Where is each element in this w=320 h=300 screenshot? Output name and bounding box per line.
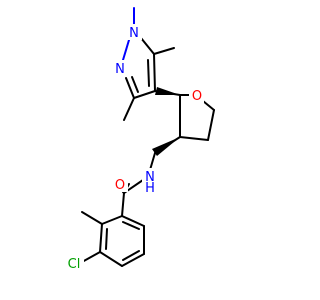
pyrazole-n2-label: N [115,62,125,77]
wedge-thf-c2-pyrazole [155,87,180,95]
bond-c4-c5-inner [147,59,150,87]
bond-ar-c2-c3 [99,223,103,253]
bond-carbonyl-ar [121,192,125,217]
bond-ar-c6-c1 [121,215,145,227]
pyrazole-n1-label: N [129,26,139,41]
bond-ar-c3-c4 [99,251,123,267]
bond-thf-o-c5 [202,100,215,111]
chlorine-label: Cl [68,257,81,272]
molecule-structure-canvas: N N O O N H Cl [64,7,215,272]
bond-thf-c5-c4 [207,109,215,141]
ring-oxygen-label: O [192,89,202,104]
amide-n-label: N [145,170,155,185]
bonds [81,7,215,267]
bond-thf-c4-c3 [179,136,209,141]
bond-ch2-n [149,152,156,171]
wedge-thf-c3-ch2 [152,137,180,156]
bond-ar-cl [81,251,101,263]
amide-h-label: H [145,181,155,196]
bond-n2-c3-inner [131,76,139,93]
bond-c3-methyl [123,97,135,121]
bond-c3-c4 [133,90,156,99]
bond-ar-inner-2 [122,250,140,261]
bond-n1-c5 [140,37,155,55]
bond-n2-c3 [125,77,135,99]
bond-n1-n2 [122,39,130,61]
carbonyl-oxygen-label: O [115,178,125,193]
bond-c4-c5 [153,53,156,92]
bond-c5-methyl [153,47,175,55]
bond-ar-methyl [81,211,103,225]
wedge-bonds [152,87,180,156]
bond-ar-c4-c5 [121,253,145,267]
atom-labels: N N O O N H Cl [64,24,204,272]
bond-ar-inner-3 [122,221,140,230]
bond-ar-c1-c2 [101,215,123,225]
molecule-structure: N N O O N H Cl [64,7,215,272]
bond-ar-inner-1 [105,228,108,250]
